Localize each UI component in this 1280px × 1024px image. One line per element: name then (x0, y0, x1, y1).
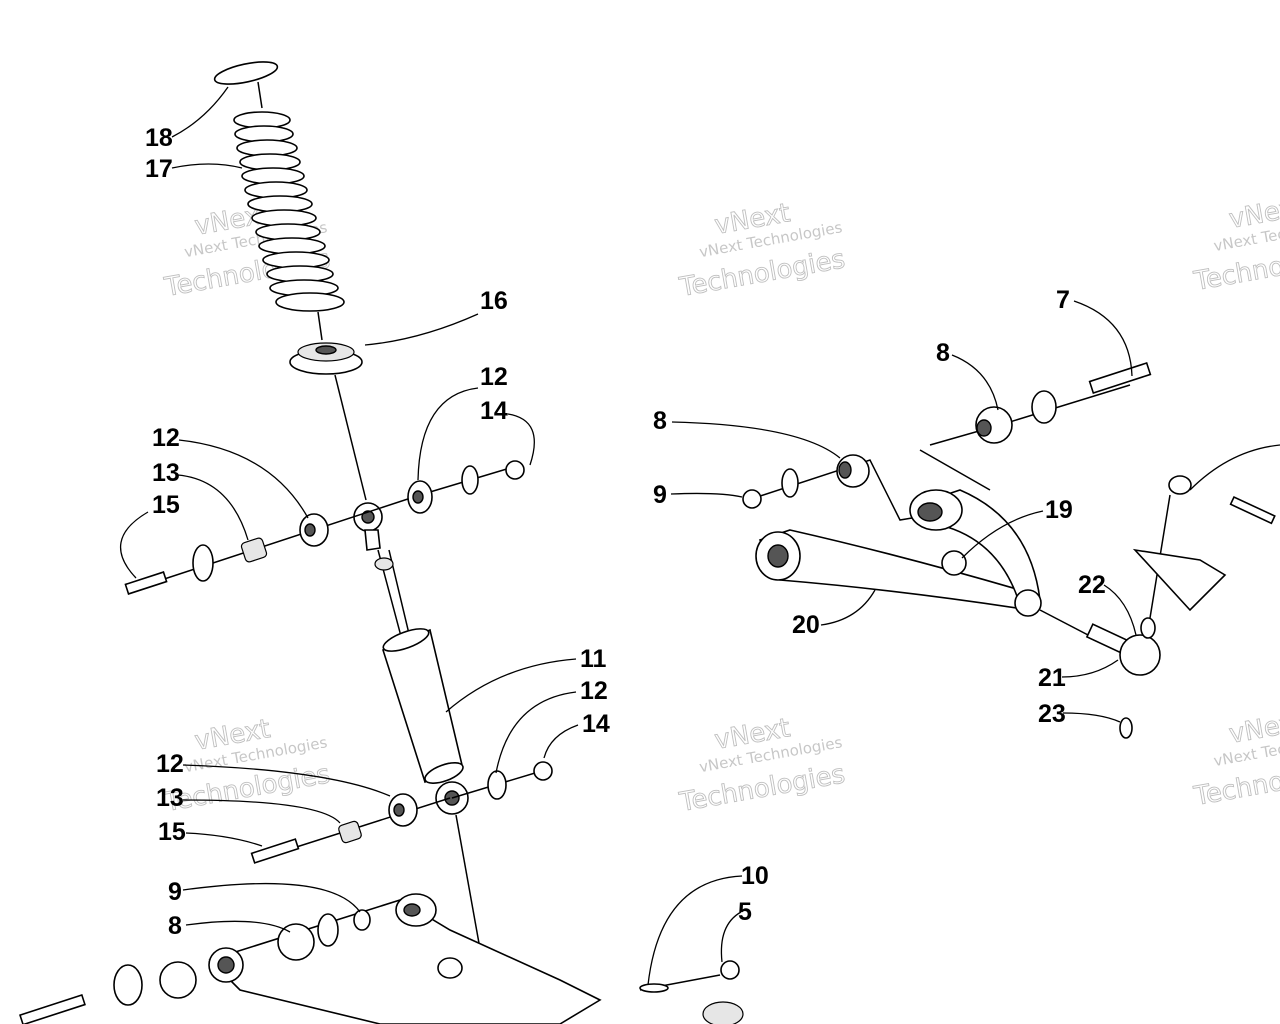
callout-12: 12 (580, 677, 608, 705)
callout-19: 19 (1045, 496, 1073, 524)
watermark-center-top: vNext Technologies vNext Technologies (676, 198, 848, 304)
upper-mount-hardware (124, 460, 525, 595)
callout-22: 22 (1078, 571, 1106, 599)
callout-15: 15 (152, 491, 180, 519)
upper-a-arm (755, 489, 1042, 617)
callout-16: 16 (480, 287, 508, 315)
castle-nut-cotter (639, 960, 744, 1024)
callout-20: 20 (792, 611, 820, 639)
spring-seat-top (213, 61, 279, 85)
spring-seat-lower (289, 342, 363, 375)
callout-17: 17 (145, 155, 173, 183)
callout-12: 12 (480, 363, 508, 391)
watermark-right-top: vNext Technologies vNext Technologies (1191, 192, 1280, 298)
callout-23: 23 (1038, 700, 1066, 728)
callout-14: 14 (480, 397, 508, 425)
callout-8: 8 (168, 912, 182, 940)
callout-7: 7 (1056, 286, 1070, 314)
callout-11: 11 (580, 645, 607, 673)
callout-8: 8 (653, 407, 667, 435)
callout-18: 18 (145, 124, 173, 152)
callout-8: 8 (936, 339, 950, 367)
watermark-right-bottom: vNext Technologies vNext Technologies (1191, 707, 1280, 813)
ball-joint (1039, 475, 1276, 739)
callout-12: 12 (152, 424, 180, 452)
lower-a-arm (19, 893, 602, 1024)
leader-lines (119, 86, 1280, 986)
callout-14: 14 (582, 710, 610, 738)
coil-spring (233, 111, 345, 312)
callout-15: 15 (158, 818, 186, 846)
callout-13: 13 (156, 784, 184, 812)
callouts: 18 17 16 12 14 12 13 15 11 12 14 12 13 1… (145, 124, 1106, 940)
callout-10: 10 (741, 862, 769, 890)
callout-21: 21 (1038, 664, 1066, 692)
callout-12: 12 (156, 750, 184, 778)
callout-5: 5 (738, 898, 752, 926)
callout-9: 9 (168, 878, 182, 906)
callout-9: 9 (653, 481, 667, 509)
upper-arm-hardware (742, 362, 1152, 521)
shock-absorber (353, 502, 469, 815)
lower-mount-hardware (250, 761, 553, 864)
watermark-center-bottom: vNext Technologies vNext Technologies (676, 713, 848, 819)
callout-13: 13 (152, 459, 180, 487)
